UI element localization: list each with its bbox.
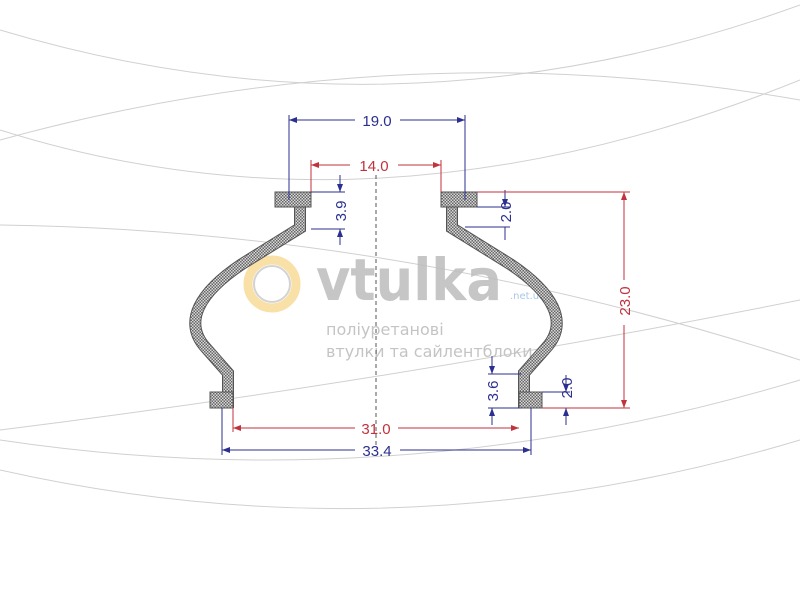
- dim-label-neck-height: 3.9: [333, 201, 350, 222]
- dim-label-top-flange: 2.0: [498, 202, 515, 223]
- dim-31-lines: [232, 408, 519, 432]
- dim-19-lines: [288, 115, 466, 200]
- boot-right-half: [440, 191, 563, 409]
- watermark-ring-icon: [243, 255, 301, 313]
- dim-label-top-outer: 19.0: [362, 113, 391, 130]
- dim-3.9-lines: [311, 175, 345, 245]
- watermark-domain: .net.ua: [510, 291, 545, 302]
- dim-label-bottom-inner: 31.0: [361, 421, 390, 438]
- dim-label-bottom-flange: 2.0: [559, 378, 576, 399]
- dim-33.4-lines: [221, 408, 532, 455]
- watermark-line2: втулки та сайлентблоки: [326, 342, 533, 361]
- dim-23-lines: [477, 191, 630, 409]
- watermark: vtulka .net.ua поліуретанові втулки та с…: [243, 246, 545, 361]
- watermark-logo: vtulka: [316, 246, 502, 314]
- dim-label-bottom-wall: 3.6: [485, 381, 502, 402]
- dim-14-lines: [310, 160, 442, 192]
- boot-left-half: [189, 191, 312, 409]
- dim-label-top-inner: 14.0: [359, 158, 388, 175]
- dim-3.6-lines: [488, 356, 521, 425]
- background-arcs: [0, 4, 800, 510]
- dim-label-bottom-outer: 33.4: [362, 443, 391, 460]
- boot-part: [189, 175, 563, 445]
- watermark-line1: поліуретанові: [326, 320, 444, 339]
- dim-2.0-top-lines: [465, 190, 510, 240]
- dim-2.0-bottom-lines: [542, 375, 570, 425]
- dim-label-overall-height: 23.0: [617, 286, 634, 315]
- watermark-ring-inner-icon: [253, 265, 291, 303]
